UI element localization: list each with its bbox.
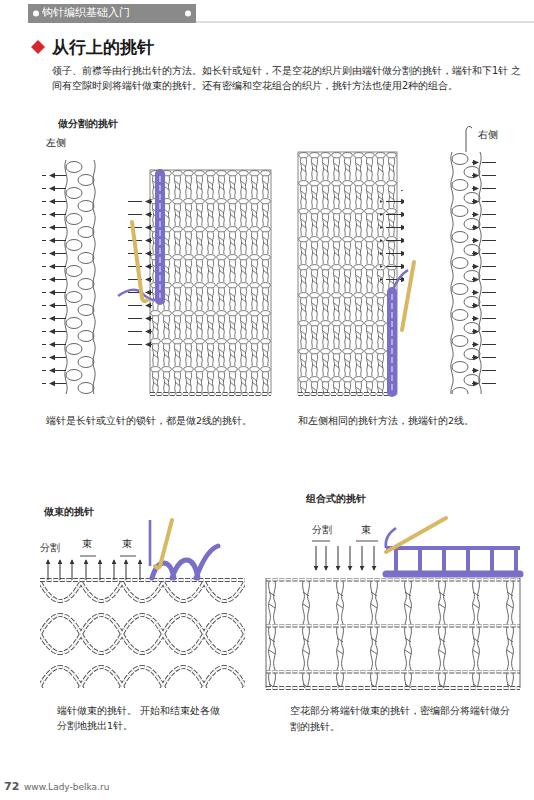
yarn — [392, 270, 408, 292]
watermark: www.Lady-belka.ru — [24, 781, 109, 794]
left-edge-strip — [42, 160, 100, 394]
crochet-hook — [155, 520, 172, 568]
foundation-chain — [150, 393, 271, 395]
right-edge-strip — [446, 126, 496, 394]
header-rule — [196, 22, 534, 23]
crochet-hook — [132, 222, 147, 301]
side-label: 右侧 — [478, 128, 498, 142]
page-number: 72 — [4, 779, 19, 795]
edge-chain — [40, 579, 245, 581]
header-text: 钩针编织基础入门 — [42, 5, 130, 21]
purple-edge-detail — [159, 176, 161, 298]
purple-edge — [387, 292, 397, 392]
right-fabric — [298, 152, 414, 394]
callout-label: 分割 — [40, 541, 60, 555]
crochet-hook — [402, 262, 414, 330]
callout-label: 分割 — [312, 523, 332, 537]
side-edge — [266, 578, 520, 688]
left-fabric — [118, 170, 271, 394]
foundation-chain — [298, 392, 397, 396]
foundation-chain — [266, 687, 520, 689]
figure-caption: 空花部分将端针做束的挑针，密编部分将端针做分割的挑针。 — [290, 703, 510, 734]
callout-label: 束 — [122, 537, 132, 551]
pickup-arrows — [472, 160, 496, 388]
pickup-arrows — [128, 197, 152, 353]
purple-row — [386, 546, 520, 550]
callout-label: 束 — [361, 523, 371, 537]
figure-caption: 和左侧相同的挑针方法，挑端针的2线。 — [298, 414, 528, 428]
crochet-hook — [386, 518, 446, 552]
yarn — [118, 290, 160, 301]
pickup-arrows — [48, 560, 140, 580]
header-band — [28, 4, 534, 23]
net-mesh — [40, 582, 245, 688]
bracket — [312, 541, 378, 542]
header-dot — [33, 11, 39, 17]
pickup-arrows — [42, 166, 66, 387]
side-label: 左侧 — [46, 136, 66, 150]
pickup-arrows — [380, 190, 404, 282]
bracket — [80, 556, 136, 557]
purple-row — [386, 571, 520, 578]
filet-grid — [266, 578, 520, 688]
foundation-chain — [150, 392, 271, 396]
chain-lace — [40, 520, 245, 688]
foundation-chain — [298, 393, 397, 395]
section-heading: 做束的挑针 — [44, 505, 94, 519]
section-heading: 组合式的挑针 — [306, 492, 366, 506]
figure-caption: 端针做束的挑针。 开始和结束处各做分割地挑出1针。 — [57, 703, 222, 733]
edge-chain — [40, 578, 245, 582]
figure-caption: 端针是长针或立针的锁针，都是做2线的挑针。 — [46, 414, 286, 428]
title-diamond — [31, 40, 45, 54]
fabric — [150, 170, 271, 394]
pickup-arrows — [316, 546, 374, 570]
filet-mesh — [266, 518, 520, 688]
purple-edge-detail — [391, 294, 393, 390]
intro-text: 领子、前襟等由行挑出针的方法。如长针或短针，不是空花的织片则由端针做分割的挑针，… — [52, 64, 522, 93]
header-bg — [28, 4, 196, 23]
purple-edge — [155, 174, 165, 300]
callout-label: 束 — [82, 537, 92, 551]
yarn — [149, 520, 152, 566]
foundation-chain — [266, 686, 520, 690]
page-title: 从行上的挑针 — [52, 37, 154, 57]
purple-stitches — [396, 548, 516, 574]
header-dot — [185, 11, 191, 17]
section-heading: 做分割的挑针 — [58, 117, 118, 131]
yarn-end — [466, 126, 472, 152]
